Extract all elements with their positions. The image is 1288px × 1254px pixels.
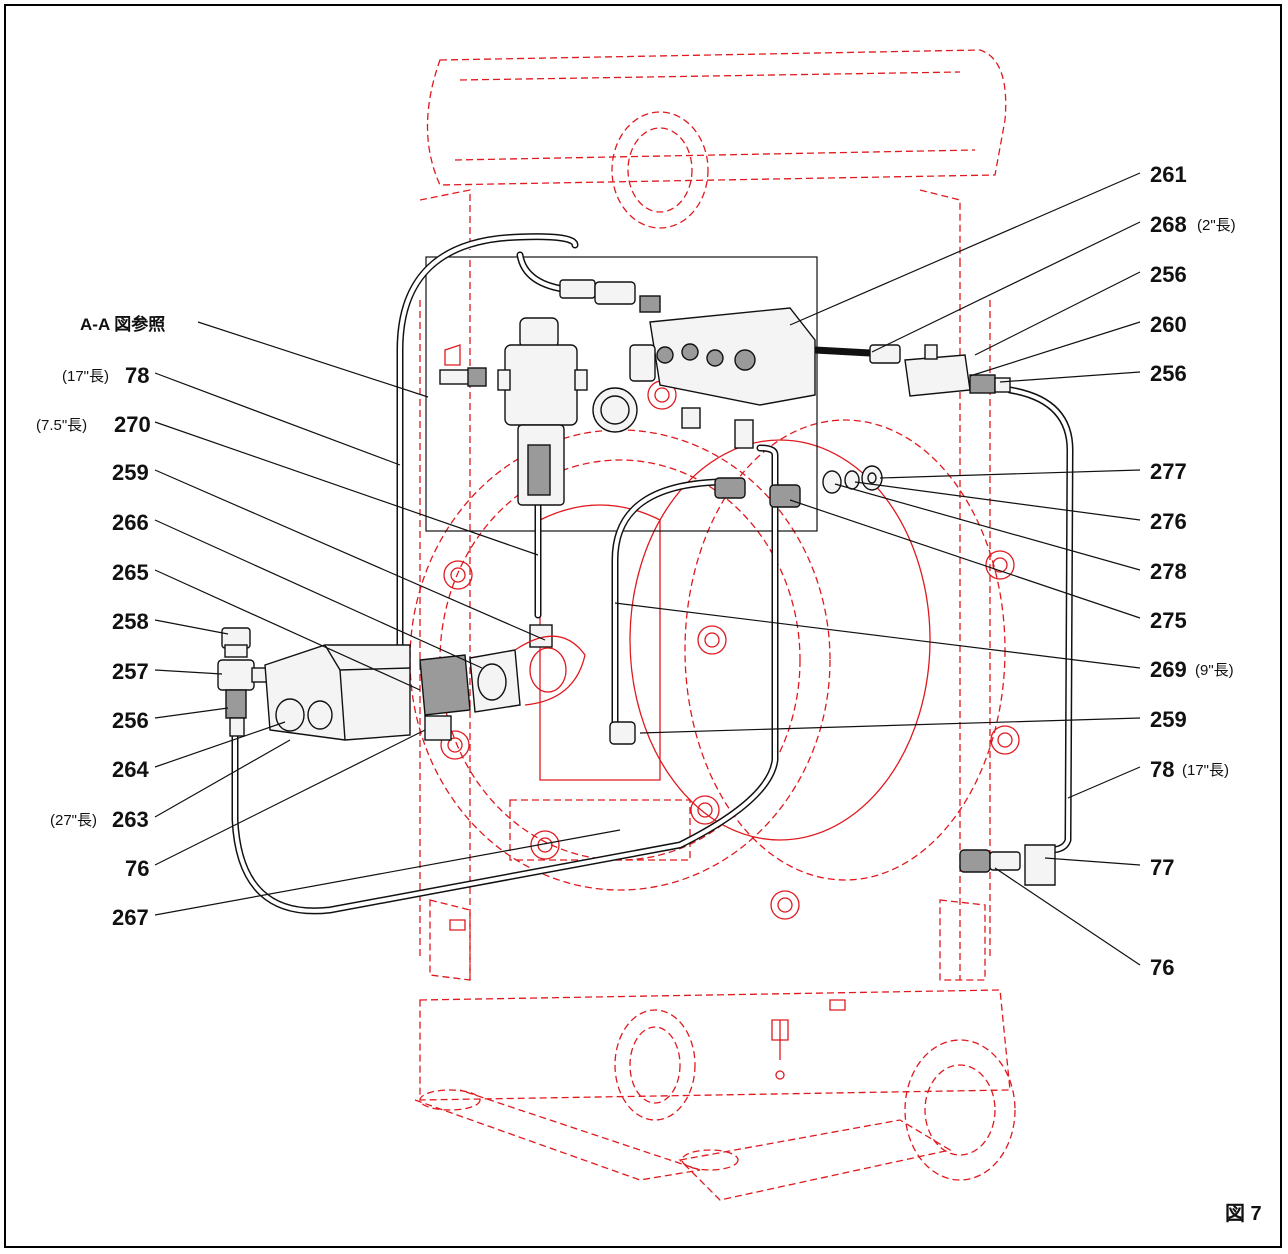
- callout-77: 77: [1150, 855, 1174, 880]
- callout-270-note: (7.5"長): [36, 417, 87, 434]
- callout-78-left: 78: [125, 363, 149, 388]
- callout-268: 268: [1150, 212, 1187, 237]
- callout-275: 275: [1150, 608, 1187, 633]
- figure-label: 図 7: [1225, 1203, 1262, 1225]
- callout-276: 276: [1150, 509, 1187, 534]
- filter-regulator: [439, 317, 638, 506]
- callout-76-right: 76: [1150, 955, 1174, 980]
- air-tubes: [231, 233, 1074, 915]
- callout-78-left-note: (17"長): [62, 368, 109, 385]
- callout-269-note: (9"長): [1195, 662, 1234, 679]
- leader-lines: [154, 172, 1141, 966]
- callout-258: 258: [112, 609, 149, 634]
- callout-267: 267: [112, 905, 149, 930]
- callout-269: 269: [1150, 657, 1187, 682]
- callout-266: 266: [112, 510, 149, 535]
- callout-265: 265: [112, 560, 149, 585]
- callout-256-left: 256: [112, 708, 149, 733]
- solenoid-valve: [629, 307, 816, 449]
- top-fittings: [559, 279, 1011, 397]
- section-reference: A-A 図参照: [80, 314, 165, 334]
- callout-270: 270: [114, 412, 151, 437]
- callout-257: 257: [112, 659, 149, 684]
- pump-body-outline: [409, 49, 1020, 1201]
- callout-259-right: 259: [1150, 707, 1187, 732]
- callout-78-right: 78: [1150, 757, 1174, 782]
- callout-263-note: (27"長): [50, 812, 97, 829]
- callout-259-left: 259: [112, 460, 149, 485]
- callout-277: 277: [1150, 459, 1187, 484]
- callout-256-b: 256: [1150, 361, 1187, 386]
- callout-263: 263: [112, 807, 149, 832]
- callout-78-right-note: (17"長): [1182, 762, 1229, 779]
- callout-260: 260: [1150, 312, 1187, 337]
- callout-256-a: 256: [1150, 262, 1187, 287]
- callout-268-note: (2"長): [1197, 217, 1236, 234]
- callout-261: 261: [1150, 162, 1187, 187]
- callouts-right: 261 268 (2"長) 256 260 256 277 276 278 27…: [1150, 162, 1236, 980]
- callout-264: 264: [112, 757, 149, 782]
- callout-76-left: 76: [125, 856, 149, 881]
- center-fittings: [424, 477, 1056, 886]
- callouts-left: A-A 図参照 (17"長) 78 (7.5"長) 270 259 266 26…: [36, 314, 165, 930]
- callout-278: 278: [1150, 559, 1187, 584]
